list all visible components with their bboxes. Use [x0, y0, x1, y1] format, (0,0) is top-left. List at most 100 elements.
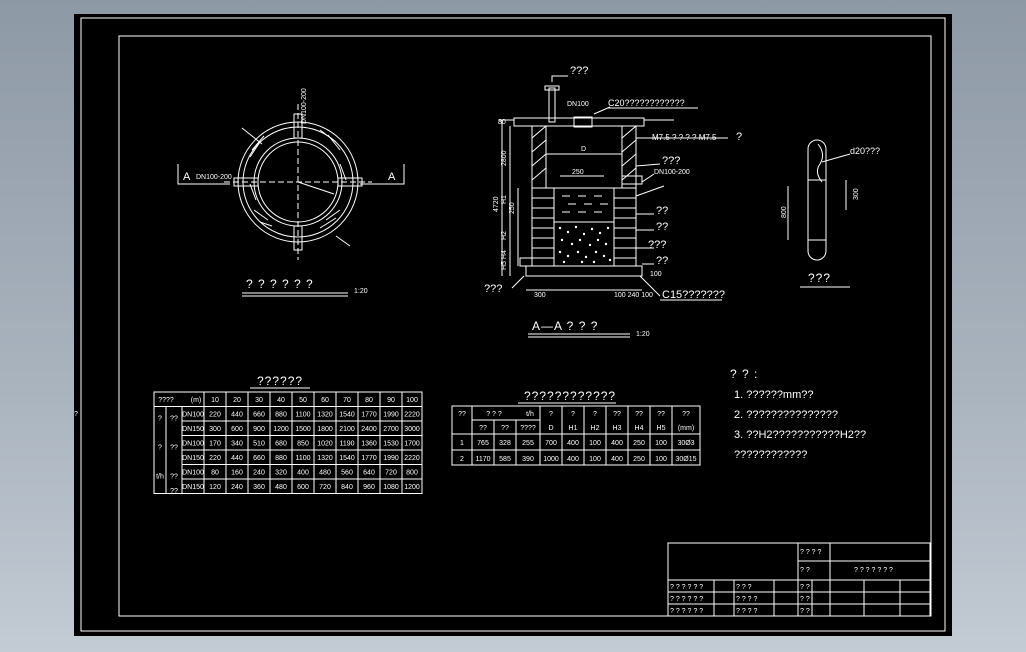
table1-pipe: DN150	[182, 426, 204, 433]
cad-drawing: A A DN100-200 DN100-200 ? ? ? ? ? ? 1:20…	[74, 17, 946, 632]
table2-cell: 255	[522, 440, 534, 447]
table1-group: ?	[158, 416, 162, 423]
table1-cell: 1100	[295, 455, 310, 462]
table2-title: ????????????	[524, 389, 616, 403]
table2-cell: 250	[633, 456, 645, 463]
section-leaders	[511, 137, 728, 297]
table2-cell: 100	[655, 440, 667, 447]
inner-frame	[118, 35, 932, 617]
plan-leader-2	[335, 235, 351, 247]
table2-header-bottom: (mm)	[678, 425, 694, 432]
outer-frame	[80, 17, 946, 632]
table2-cell: 1170	[475, 456, 490, 463]
table1-cell: 600	[297, 484, 309, 491]
pipe-dim-800: 800	[781, 206, 788, 218]
table2-header-bottom: H5	[657, 425, 666, 432]
table1-cell: 340	[231, 441, 243, 448]
table1-title: ??????	[257, 374, 303, 388]
table1-cell: 1990	[383, 455, 399, 462]
table1-cell: 320	[275, 470, 287, 477]
table1-group: t/h	[156, 474, 164, 481]
table1-cell: 800	[406, 470, 418, 477]
plan-leader-1	[241, 127, 263, 145]
table2-header-bottom: ??	[479, 425, 487, 432]
table1-pipe: DN100	[182, 412, 204, 419]
table1-cell: 1360	[361, 441, 377, 448]
plan-view: A A DN100-200 DN100-200 ? ? ? ? ? ? 1:20	[177, 88, 405, 297]
section-mark-left-text: A	[183, 171, 191, 183]
table1-cell: 1320	[317, 455, 333, 462]
table1-cell: 440	[231, 455, 243, 462]
table1-cell: 2220	[404, 412, 420, 419]
table2-cell: 100	[589, 456, 601, 463]
table1-cell: 3000	[404, 426, 420, 433]
table2-header-top: ?	[549, 411, 553, 418]
table2-header-top: ??	[613, 411, 621, 418]
plan-pipe-label-top: DN100-200	[301, 88, 308, 124]
table1-header-col: 30	[255, 397, 263, 404]
table1-subgroup: ??	[170, 488, 178, 495]
table1-cell: 1200	[404, 484, 420, 491]
note-2: 2. ???????????????	[734, 409, 838, 421]
table1-cell: 1800	[317, 426, 333, 433]
table2-header-bottom: ????	[520, 425, 536, 432]
c20-leader	[593, 106, 611, 115]
table1-header-label: ????	[158, 397, 174, 404]
table1-subgroup: ??	[170, 474, 178, 481]
section-view: ??? DN100 C20????????????	[484, 65, 742, 338]
dim-bottom: 100 240 100	[614, 292, 653, 299]
table2-grid	[451, 405, 701, 466]
table2-header-top: ?	[571, 411, 575, 418]
table1-cell: 510	[253, 441, 265, 448]
plan-wall-hatch	[249, 129, 347, 229]
dim-4720: 4720	[493, 196, 500, 212]
table2-header-bottom: H1	[569, 425, 578, 432]
vent-leader	[551, 75, 568, 82]
plan-radius-line	[297, 181, 335, 195]
table2-cell: 100	[589, 440, 601, 447]
table1-header-unit: (m)	[191, 397, 202, 404]
dim-2800: 2800	[501, 150, 508, 166]
table1-cell: 480	[275, 484, 287, 491]
table1-cell: 1540	[339, 455, 355, 462]
table2-cell: 100	[655, 456, 667, 463]
wall-hatch-upper	[531, 125, 637, 181]
tb-right-0: ? ?	[800, 567, 810, 574]
plan-pipe-label-left: DN100-200	[196, 174, 232, 181]
pipe-detail: d20??? 300 800 ???	[781, 139, 880, 288]
water-waves	[562, 195, 608, 213]
tb-col-2-text: ? ? ? ?	[736, 608, 758, 615]
notes-heading: ? ? :	[730, 367, 758, 381]
table1-cell: 600	[231, 426, 243, 433]
table1-header-col: 90	[387, 397, 395, 404]
m75-label: M7.5 ? ? ? ? M7.5	[652, 133, 717, 142]
tb-right-1: ? ?	[800, 584, 810, 591]
base-slab	[525, 265, 643, 277]
table2-cell: 390	[522, 456, 534, 463]
note-3: 3. ??H2???????????H2??	[734, 429, 866, 441]
table1-pipe: DN150	[182, 455, 204, 462]
table2-header-top: t/h	[526, 411, 534, 418]
pipe-dim-300: 300	[853, 188, 860, 200]
table1-header-col: 100	[406, 397, 418, 404]
side-label-1: ???	[662, 155, 680, 167]
vent-label: ???	[570, 65, 588, 77]
table1-cell: 1540	[339, 412, 355, 419]
table1-cell: 80	[211, 470, 219, 477]
tb-row-1-text: ? ? ? ? ? ?	[670, 596, 703, 603]
table2-header-bottom: ??	[501, 425, 509, 432]
table1-cell: 1500	[295, 426, 311, 433]
table1-cell: 220	[209, 455, 221, 462]
tb-project: ? ? ? ? ? ? ?	[854, 567, 893, 574]
table2-cell: 1	[460, 440, 464, 447]
dim-h1: H1	[501, 195, 508, 204]
table1-cell: 660	[253, 455, 265, 462]
table2-header-bottom: H2	[591, 425, 600, 432]
table2-cells: ??? ? ?t/h?????????????????????DH1H2H3H4…	[74, 411, 697, 463]
table2-cell: 700	[545, 440, 557, 447]
table1-cell: 560	[341, 470, 353, 477]
pipe-view-title: ???	[808, 271, 831, 285]
top-slab	[513, 117, 645, 127]
